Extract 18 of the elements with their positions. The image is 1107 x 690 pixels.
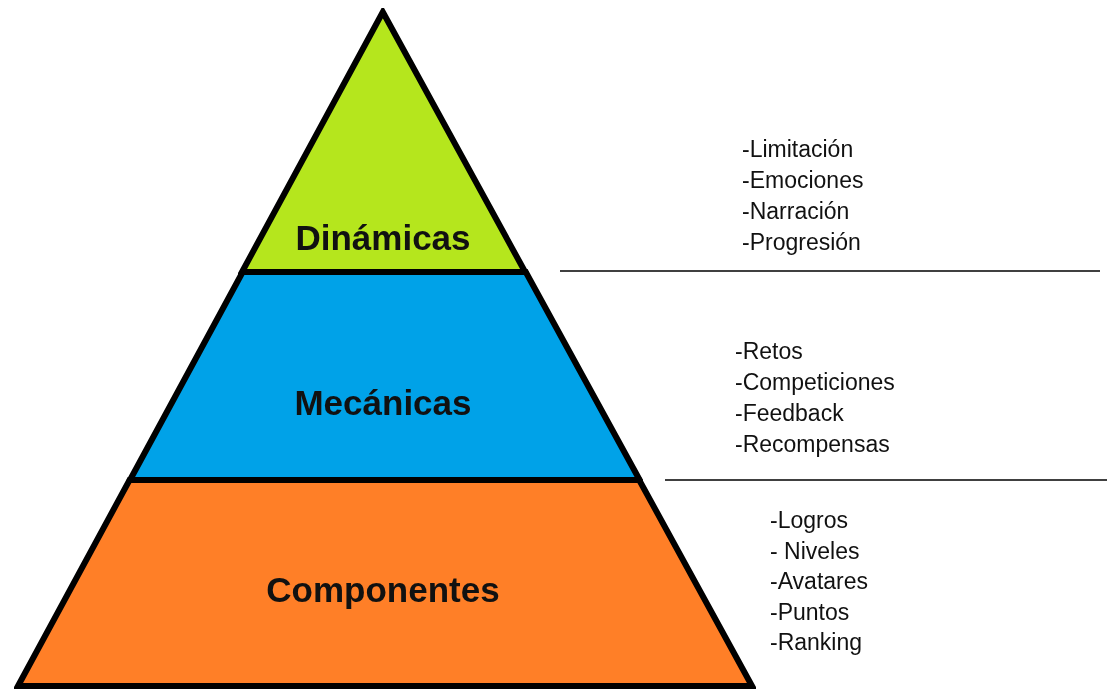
list-item: -Feedback [735,400,844,426]
list-item: -Competiciones [735,369,895,395]
list-item: -Emociones [742,167,864,193]
tier-title: Mecánicas [294,383,472,423]
list-item: -Puntos [770,598,850,625]
tier-title: Componentes [266,570,500,610]
list-item: -Narración [742,198,850,224]
list-item: -Avatares [770,568,868,594]
pyramid-tier [14,476,756,690]
list-item: -Logros [770,507,848,533]
list-item: -Retos [735,338,803,364]
list-item: -Limitación [742,136,854,162]
tier-title: Dinámicas [295,218,471,258]
list-item: -Progresión [742,229,861,255]
list-item: - Niveles [770,537,860,564]
pyramid-tier [238,8,530,276]
list-item: -Recompensas [735,431,890,457]
list-item: -Ranking [770,629,863,655]
